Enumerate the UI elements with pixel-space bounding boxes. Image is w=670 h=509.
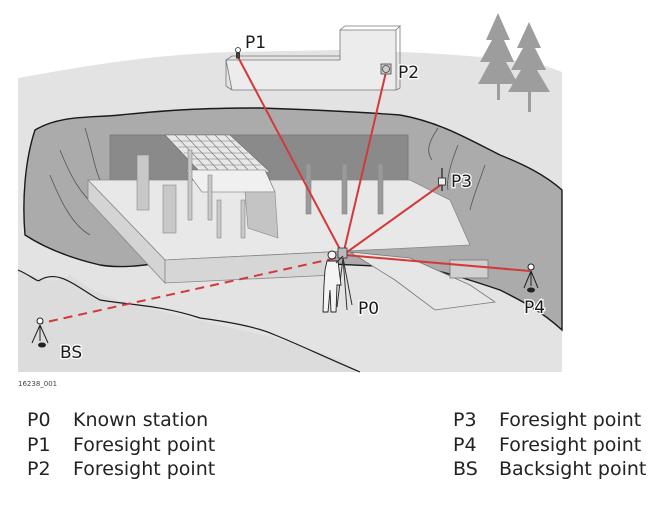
- formwork-panel: [185, 169, 276, 193]
- sight-line-p2: [342, 71, 387, 256]
- legend-desc: Foresight point: [499, 433, 642, 456]
- legend-item: P0 Known station: [27, 408, 215, 433]
- surveyor-figure: [322, 250, 344, 313]
- legend-key: P0: [27, 409, 51, 431]
- trees: [478, 13, 550, 112]
- legend-key: P4: [453, 433, 477, 456]
- columns: [136, 149, 384, 239]
- formwork-wall: [244, 191, 279, 239]
- legend-item: P2 Foresight point: [27, 457, 215, 482]
- prism-icon-p1: [235, 47, 241, 59]
- label-p0: P0: [358, 299, 379, 319]
- sight-lines: [41, 56, 531, 324]
- sight-line-bs: [41, 257, 337, 324]
- legend-desc: Foresight point: [73, 433, 216, 456]
- legend-desc: Known station: [73, 409, 209, 431]
- legend-key: P3: [453, 409, 477, 431]
- building-edges: [225, 25, 401, 91]
- label-p3: P3: [451, 172, 472, 192]
- legend-item: P1 Foresight point: [27, 433, 215, 458]
- label-p1: P1: [245, 33, 266, 53]
- tree-icon: [478, 13, 518, 100]
- survey-scene: P1 P2 P3 P0 P4 BS: [17, 13, 563, 373]
- ground-edge: [17, 269, 361, 373]
- legend-key: P1: [27, 433, 51, 456]
- legend-desc: Foresight point: [499, 409, 642, 431]
- sight-line-p4: [344, 254, 531, 272]
- label-bs: BS: [60, 343, 82, 363]
- reflective-target-icon-p2: [380, 63, 392, 75]
- legend-desc: Backsight point: [499, 458, 647, 480]
- legend-item: BS Backsight point: [453, 457, 646, 482]
- legend-desc: Foresight point: [73, 458, 216, 480]
- sight-line-p3: [342, 183, 443, 256]
- foreground-ground: [18, 270, 360, 372]
- ramp: [349, 251, 497, 311]
- tripod-prism-icon-bs: [31, 317, 49, 348]
- rock-texture: [49, 127, 486, 236]
- tree-icon: [508, 22, 550, 112]
- label-p4: P4: [524, 298, 545, 318]
- legend-key: P2: [27, 458, 51, 480]
- label-p2: P2: [398, 63, 419, 83]
- legend-item: P4 Foresight point: [453, 433, 646, 458]
- legend-key: BS: [453, 458, 478, 480]
- tripod-prism-icon-p4: [523, 263, 539, 293]
- sight-line-p1: [237, 56, 344, 256]
- ramp-step: [449, 259, 489, 279]
- legend-item: P3 Foresight point: [453, 408, 646, 433]
- figure-id: 16238_001: [18, 380, 58, 388]
- target-icon-p3: [438, 168, 446, 191]
